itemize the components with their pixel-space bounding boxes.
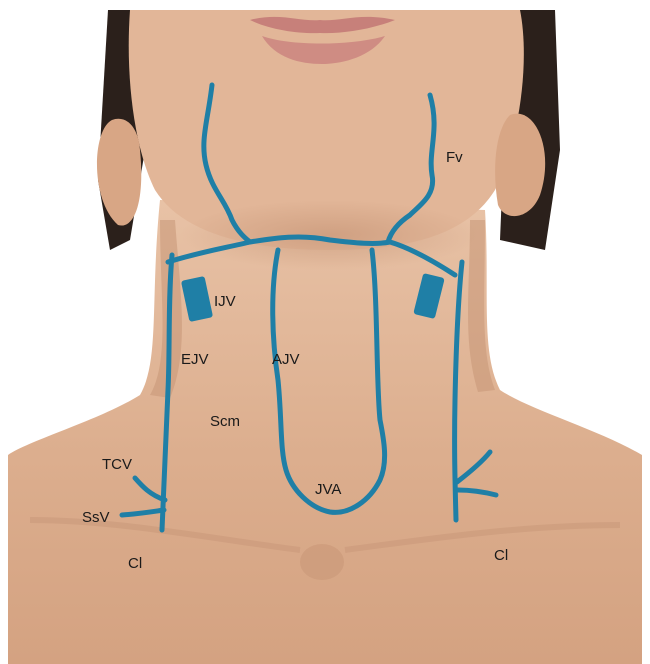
label-ijv: IJV (214, 294, 236, 309)
label-tcv: TCV (102, 457, 132, 472)
label-scm: Scm (210, 414, 240, 429)
label-fv: Fv (446, 150, 463, 165)
label-jva: JVA (315, 482, 341, 497)
label-ajv: AJV (272, 352, 300, 367)
label-ejv: EJV (181, 352, 209, 367)
label-ssv: SsV (82, 510, 110, 525)
sternal-notch (300, 544, 344, 580)
label-cl-right-side: Cl (128, 556, 142, 571)
label-cl-left-side: Cl (494, 548, 508, 563)
chin-shadow (180, 200, 480, 270)
